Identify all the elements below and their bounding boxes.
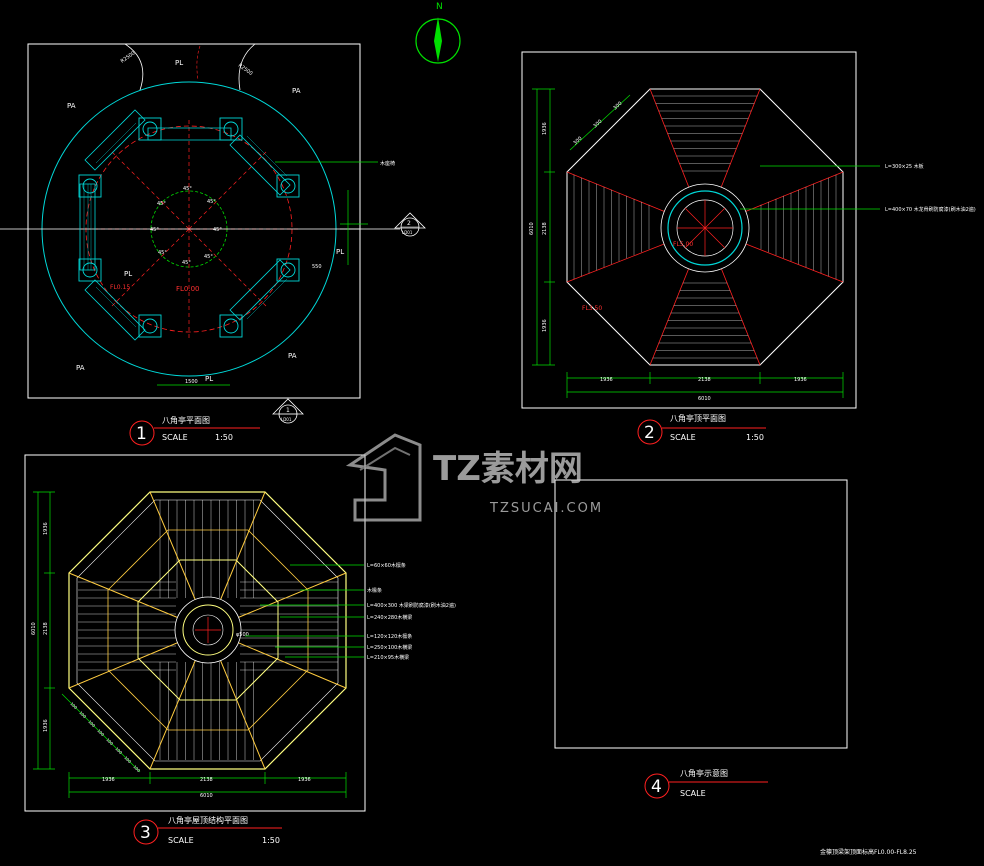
leader-label: L=400×70 木龙骨刷防腐漆(刷木油2遍) [885,206,976,213]
sheet-title: 八角亭顶平面图 [670,413,726,423]
watermark-brand: TZ素材网 [433,449,583,489]
title-block-3: 3 八角亭屋顶结构平面图 SCALE 1:50 [133,815,282,845]
dim-text: 100 [123,755,132,764]
section-marker-icon: 1 LD01 [272,398,304,424]
footer-note: 金檩顶梁架顶面标高FL0.00-FL8.25 [820,848,917,856]
sheet-mark: 2 [644,423,655,443]
leader-label: L=300×25 木板 [885,163,924,170]
dim-text: 2138 [542,222,548,235]
leader-label: L=120×120木檩条 [367,633,412,640]
sheet-mark: 3 [140,823,151,843]
section-sheet: LD01 [281,417,292,422]
dim-text: 2138 [43,622,49,635]
dim-text: 1936 [43,522,49,535]
zone-label: PA [76,364,85,372]
leader-label: L=400×300 木梁刷防腐漆(刷木油2遍) [367,602,456,609]
dim-text: 1936 [298,777,311,783]
scale-value: 1:50 [746,433,764,442]
dim-text: 300 [612,101,623,112]
angle-label: 45° [213,227,222,233]
dim-text: 300 [572,136,583,147]
zone-label: PL [124,270,132,278]
sheet-mark: 1 [136,424,147,444]
scale-label: SCALE [162,433,188,442]
level-label: FL0.00 [176,285,200,293]
dim-text: 1936 [600,377,613,383]
radius-note: R2500 [120,50,137,64]
dim-text: 100 [105,737,114,746]
scale-label: SCALE [168,836,194,845]
dim-text: 300 [592,119,603,130]
dim-text: 1936 [102,777,115,783]
watermark-logo: TZ素材网 TZSUCAI.COM [345,433,603,522]
plan4-frame [554,479,848,749]
angle-label: 45° [157,201,166,207]
leader-label: L=250×100木横梁 [367,644,412,651]
angle-label: 45° [150,227,159,233]
zone-label: PL [175,59,183,67]
dim-text: 1936 [794,377,807,383]
zone-label: PL [205,375,213,383]
section-marker-icon: 2 LD01 [394,212,426,237]
dim-text: 100 [69,701,78,710]
plan1-floor-plan: PL PA PA PA PA PL PL PL 45° 45° 45° 45° … [0,43,426,424]
dim-text: 1936 [542,122,548,135]
scale-label: SCALE [680,789,706,798]
dim-text: 6010 [200,793,213,799]
plan2-roof-plan: FL5.00 FL3.50 L=300×25 木板 L=400×70 木龙骨刷防… [521,51,976,409]
leader-label: L=60×60木檩条 [367,562,406,569]
sheet-title: 八角亭屋顶结构平面图 [168,815,248,825]
north-arrow-icon: N [415,2,461,64]
scale-value: 1:50 [262,836,280,845]
dim-text: 2138 [698,377,711,383]
dim-text: 2138 [200,777,213,783]
dim-text: 100 [87,719,96,728]
section-sheet: LD01 [402,230,413,235]
north-label: N [436,2,443,12]
sheet-title: 八角亭平面图 [162,415,210,425]
zone-label: PL [336,248,344,256]
scale-value: 1:50 [215,433,233,442]
dim-text: φ500 [236,632,249,638]
dim-text: 1936 [542,319,548,332]
dim-text: 6010 [529,222,535,235]
sheet-title: 八角亭示意图 [680,768,728,778]
sheet-mark: 4 [651,777,662,797]
level-label: FL5.00 [673,241,693,248]
level-label: FL3.50 [582,305,602,312]
dim-text: 6010 [698,396,711,402]
section-number: 2 [407,220,411,227]
scale-label: SCALE [670,433,696,442]
angle-label: 45° [182,260,191,266]
dim-text: 100 [96,728,105,737]
angle-label: 45° [158,250,167,256]
section-number: 1 [286,407,290,414]
columns [78,117,300,338]
title-block-4: 4 八角亭示意图 SCALE [644,768,768,799]
dim-text: 100 [78,710,87,719]
plan3-roof-structure-plan: φ500 L=60×60木檩条 木椽条 L=400×300 木梁刷防腐漆(刷木油… [24,454,456,812]
dim-text: 100 [132,764,141,773]
dim-text: 1500 [185,379,198,385]
zone-label: PA [292,87,301,95]
zone-label: PA [288,352,297,360]
leader-label: L=210×95木横梁 [367,654,409,661]
dim-text: 6010 [31,622,37,635]
dim-text: 550 [312,264,322,270]
level-label: FL0.15 [110,284,130,291]
angle-label: 45° [183,186,192,192]
dim-text: 100 [114,746,123,755]
leader-label: L=240×280木横梁 [367,614,412,621]
watermark-url: TZSUCAI.COM [489,501,603,516]
zone-label: PA [67,102,76,110]
dim-text: 1936 [43,719,49,732]
title-block-2: 2 八角亭顶平面图 SCALE 1:50 [637,413,766,445]
title-block-1: 1 八角亭平面图 SCALE 1:50 [129,415,260,446]
angle-label: 45° [204,254,213,260]
leader-label: 木座椅 [380,160,395,167]
leader-label: 木椽条 [367,587,382,594]
angle-label: 45° [207,199,216,205]
